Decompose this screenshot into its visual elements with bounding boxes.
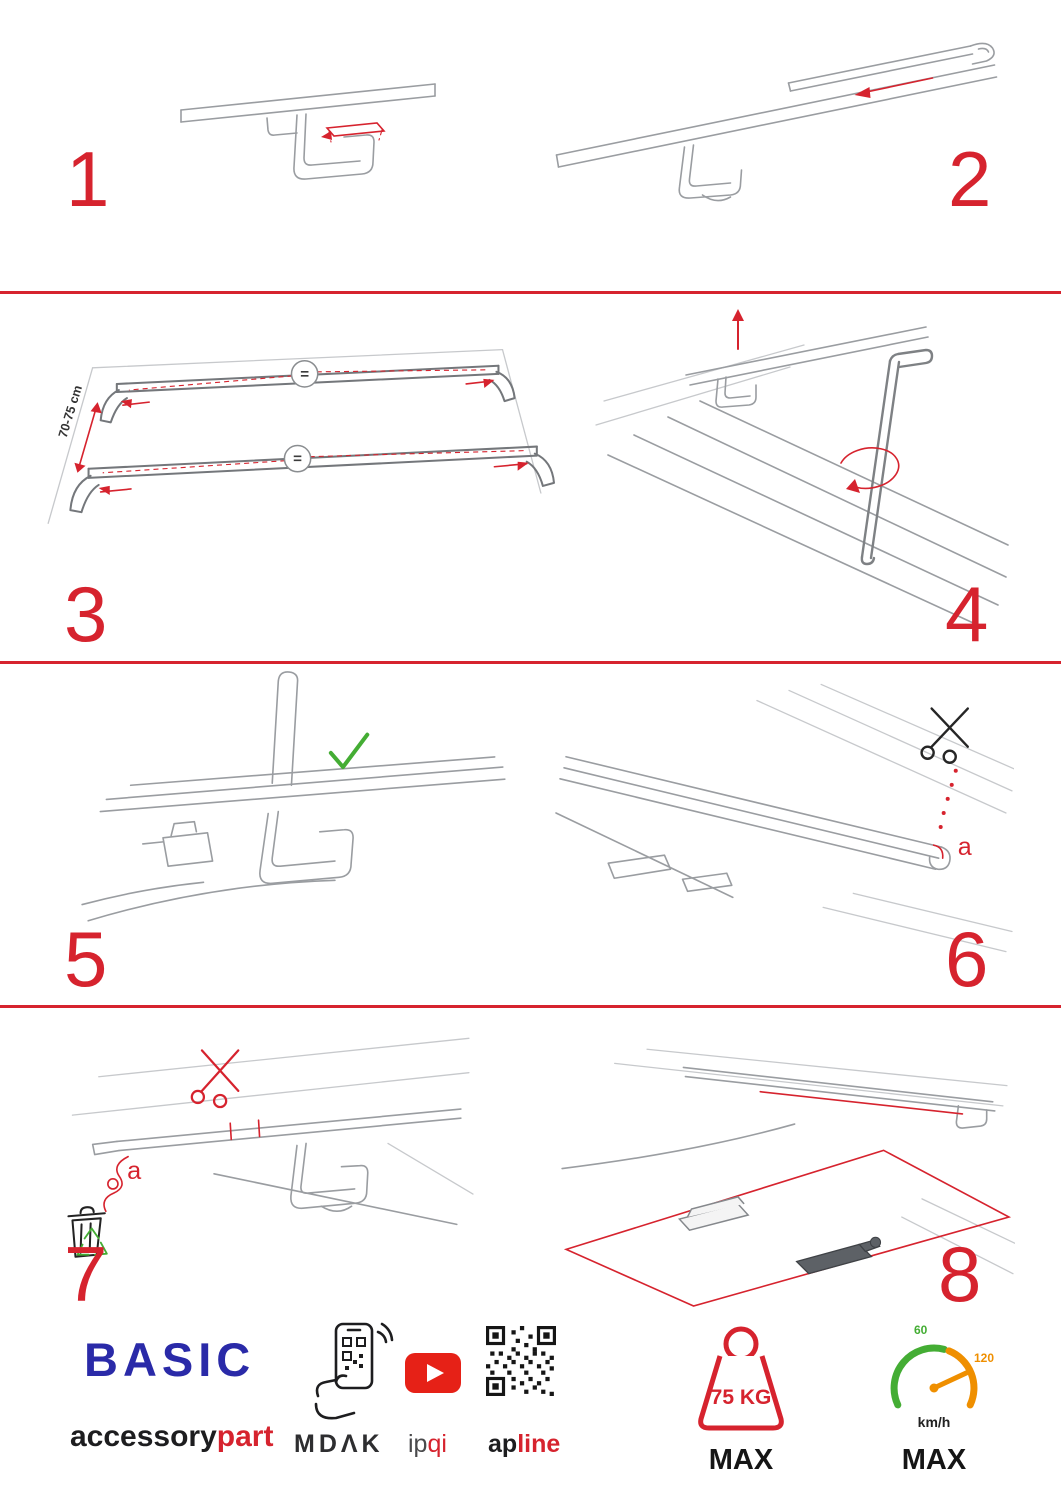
speed-unit: km/h <box>917 1414 951 1430</box>
t-slot-adapter-dark <box>795 1236 882 1275</box>
youtube-icon <box>405 1353 461 1393</box>
brand-subtitle-red: part <box>216 1420 274 1453</box>
step-number-8: 8 <box>938 1230 982 1318</box>
allen-key-icon <box>860 348 934 566</box>
channel-name-red: qi <box>427 1430 447 1458</box>
equal-spacing-symbol: = <box>300 366 309 383</box>
step-number-6: 6 <box>945 915 989 1003</box>
step2-illustration <box>555 42 998 202</box>
rubber-pad-callout <box>325 122 386 143</box>
step-number-7: 7 <box>64 1230 108 1318</box>
section-divider <box>0 291 1061 294</box>
channel-name: ipqi <box>408 1430 447 1459</box>
site-name-red: line <box>517 1430 561 1458</box>
phone-qr-icon <box>314 1322 394 1420</box>
section-divider <box>0 661 1061 664</box>
weight-icon: 75 KG <box>698 1326 784 1431</box>
section-divider <box>0 1005 1061 1008</box>
strip-label-a: a <box>958 833 972 861</box>
step8-illustration <box>561 1048 1015 1307</box>
gauge-high-label: 120 <box>974 1351 994 1365</box>
channel-name-black: ip <box>408 1430 428 1458</box>
gauge-low-label: 60 <box>914 1323 928 1337</box>
cut-line-dots <box>938 768 958 830</box>
step-number-1: 1 <box>66 135 110 223</box>
site-name-black: ap <box>488 1430 518 1458</box>
rotate-arrow <box>840 447 900 493</box>
check-icon <box>328 732 370 770</box>
recycle-icon <box>76 1227 108 1256</box>
step-number-3: 3 <box>64 570 108 658</box>
brand-logo: BASIC <box>84 1333 256 1386</box>
brand-subtitle-black: accessory <box>70 1420 217 1453</box>
brand-subtitle: accessorypart <box>70 1420 273 1454</box>
weight-max-label: MAX <box>708 1444 774 1476</box>
detail-callout-frame <box>563 1149 1012 1307</box>
site-name: apline <box>488 1430 560 1459</box>
equal-spacing-symbol: = <box>293 451 302 468</box>
step1-illustration <box>180 83 436 180</box>
step7-illustration: a <box>67 1037 474 1258</box>
step-number-2: 2 <box>948 135 992 223</box>
step6-illustration: a <box>555 683 1014 953</box>
weight-value: 75 KG <box>711 1386 772 1409</box>
step3-illustration: = = 70-75 cm <box>47 348 555 524</box>
qr-code-icon <box>486 1326 556 1396</box>
rubber-strip-end <box>932 844 944 859</box>
speedometer-icon: 60 120 <box>890 1323 994 1409</box>
step4-illustration <box>595 309 1009 628</box>
slide-direction-arrow <box>854 77 934 98</box>
strip-label-a: a <box>127 1157 142 1185</box>
cut-marks <box>103 1119 261 1213</box>
red-scissors-icon <box>190 1049 240 1109</box>
t-slot-adapter-outline <box>677 1195 750 1232</box>
step5-illustration <box>81 671 506 922</box>
scissors-icon <box>920 707 970 764</box>
bar-leader-line <box>759 1090 964 1115</box>
step-number-5: 5 <box>64 915 108 1003</box>
step-number-4: 4 <box>945 570 989 658</box>
speed-max-label: MAX <box>901 1444 967 1476</box>
app-name: MDΛK <box>294 1430 384 1458</box>
